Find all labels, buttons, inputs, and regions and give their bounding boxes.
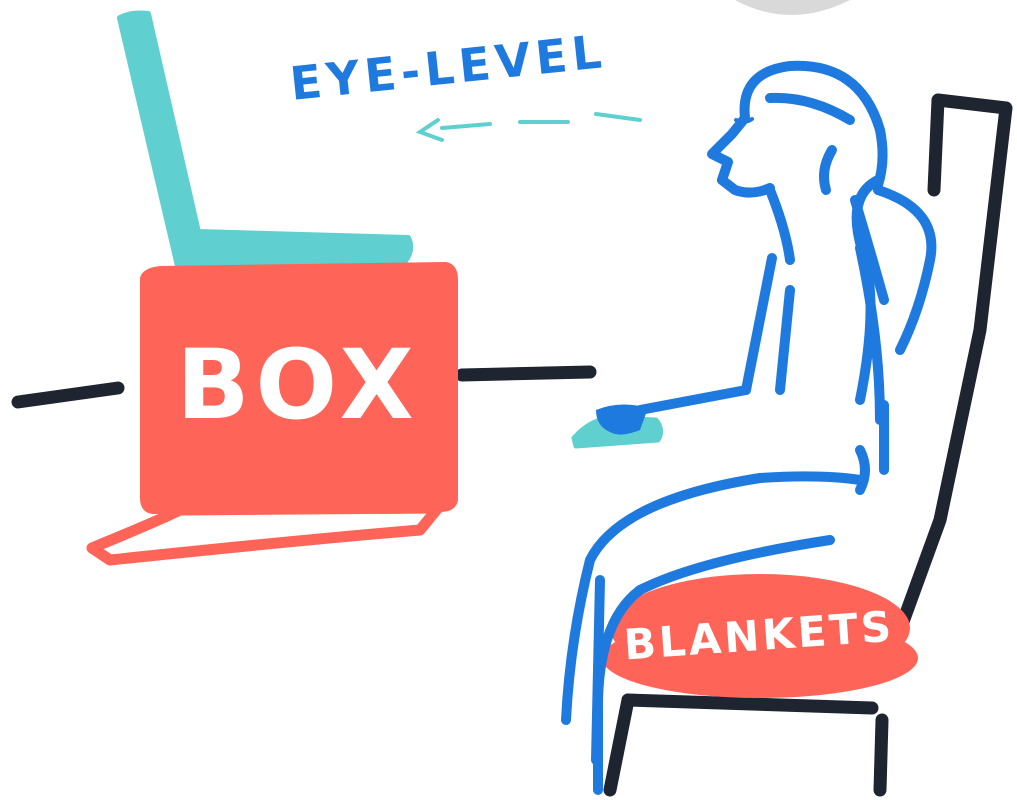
sightline-arrow [420,114,640,140]
box-label: BOX [176,329,419,441]
eye-level-label: EYE-LEVEL [288,24,609,111]
grey-circle-shape [735,0,850,15]
